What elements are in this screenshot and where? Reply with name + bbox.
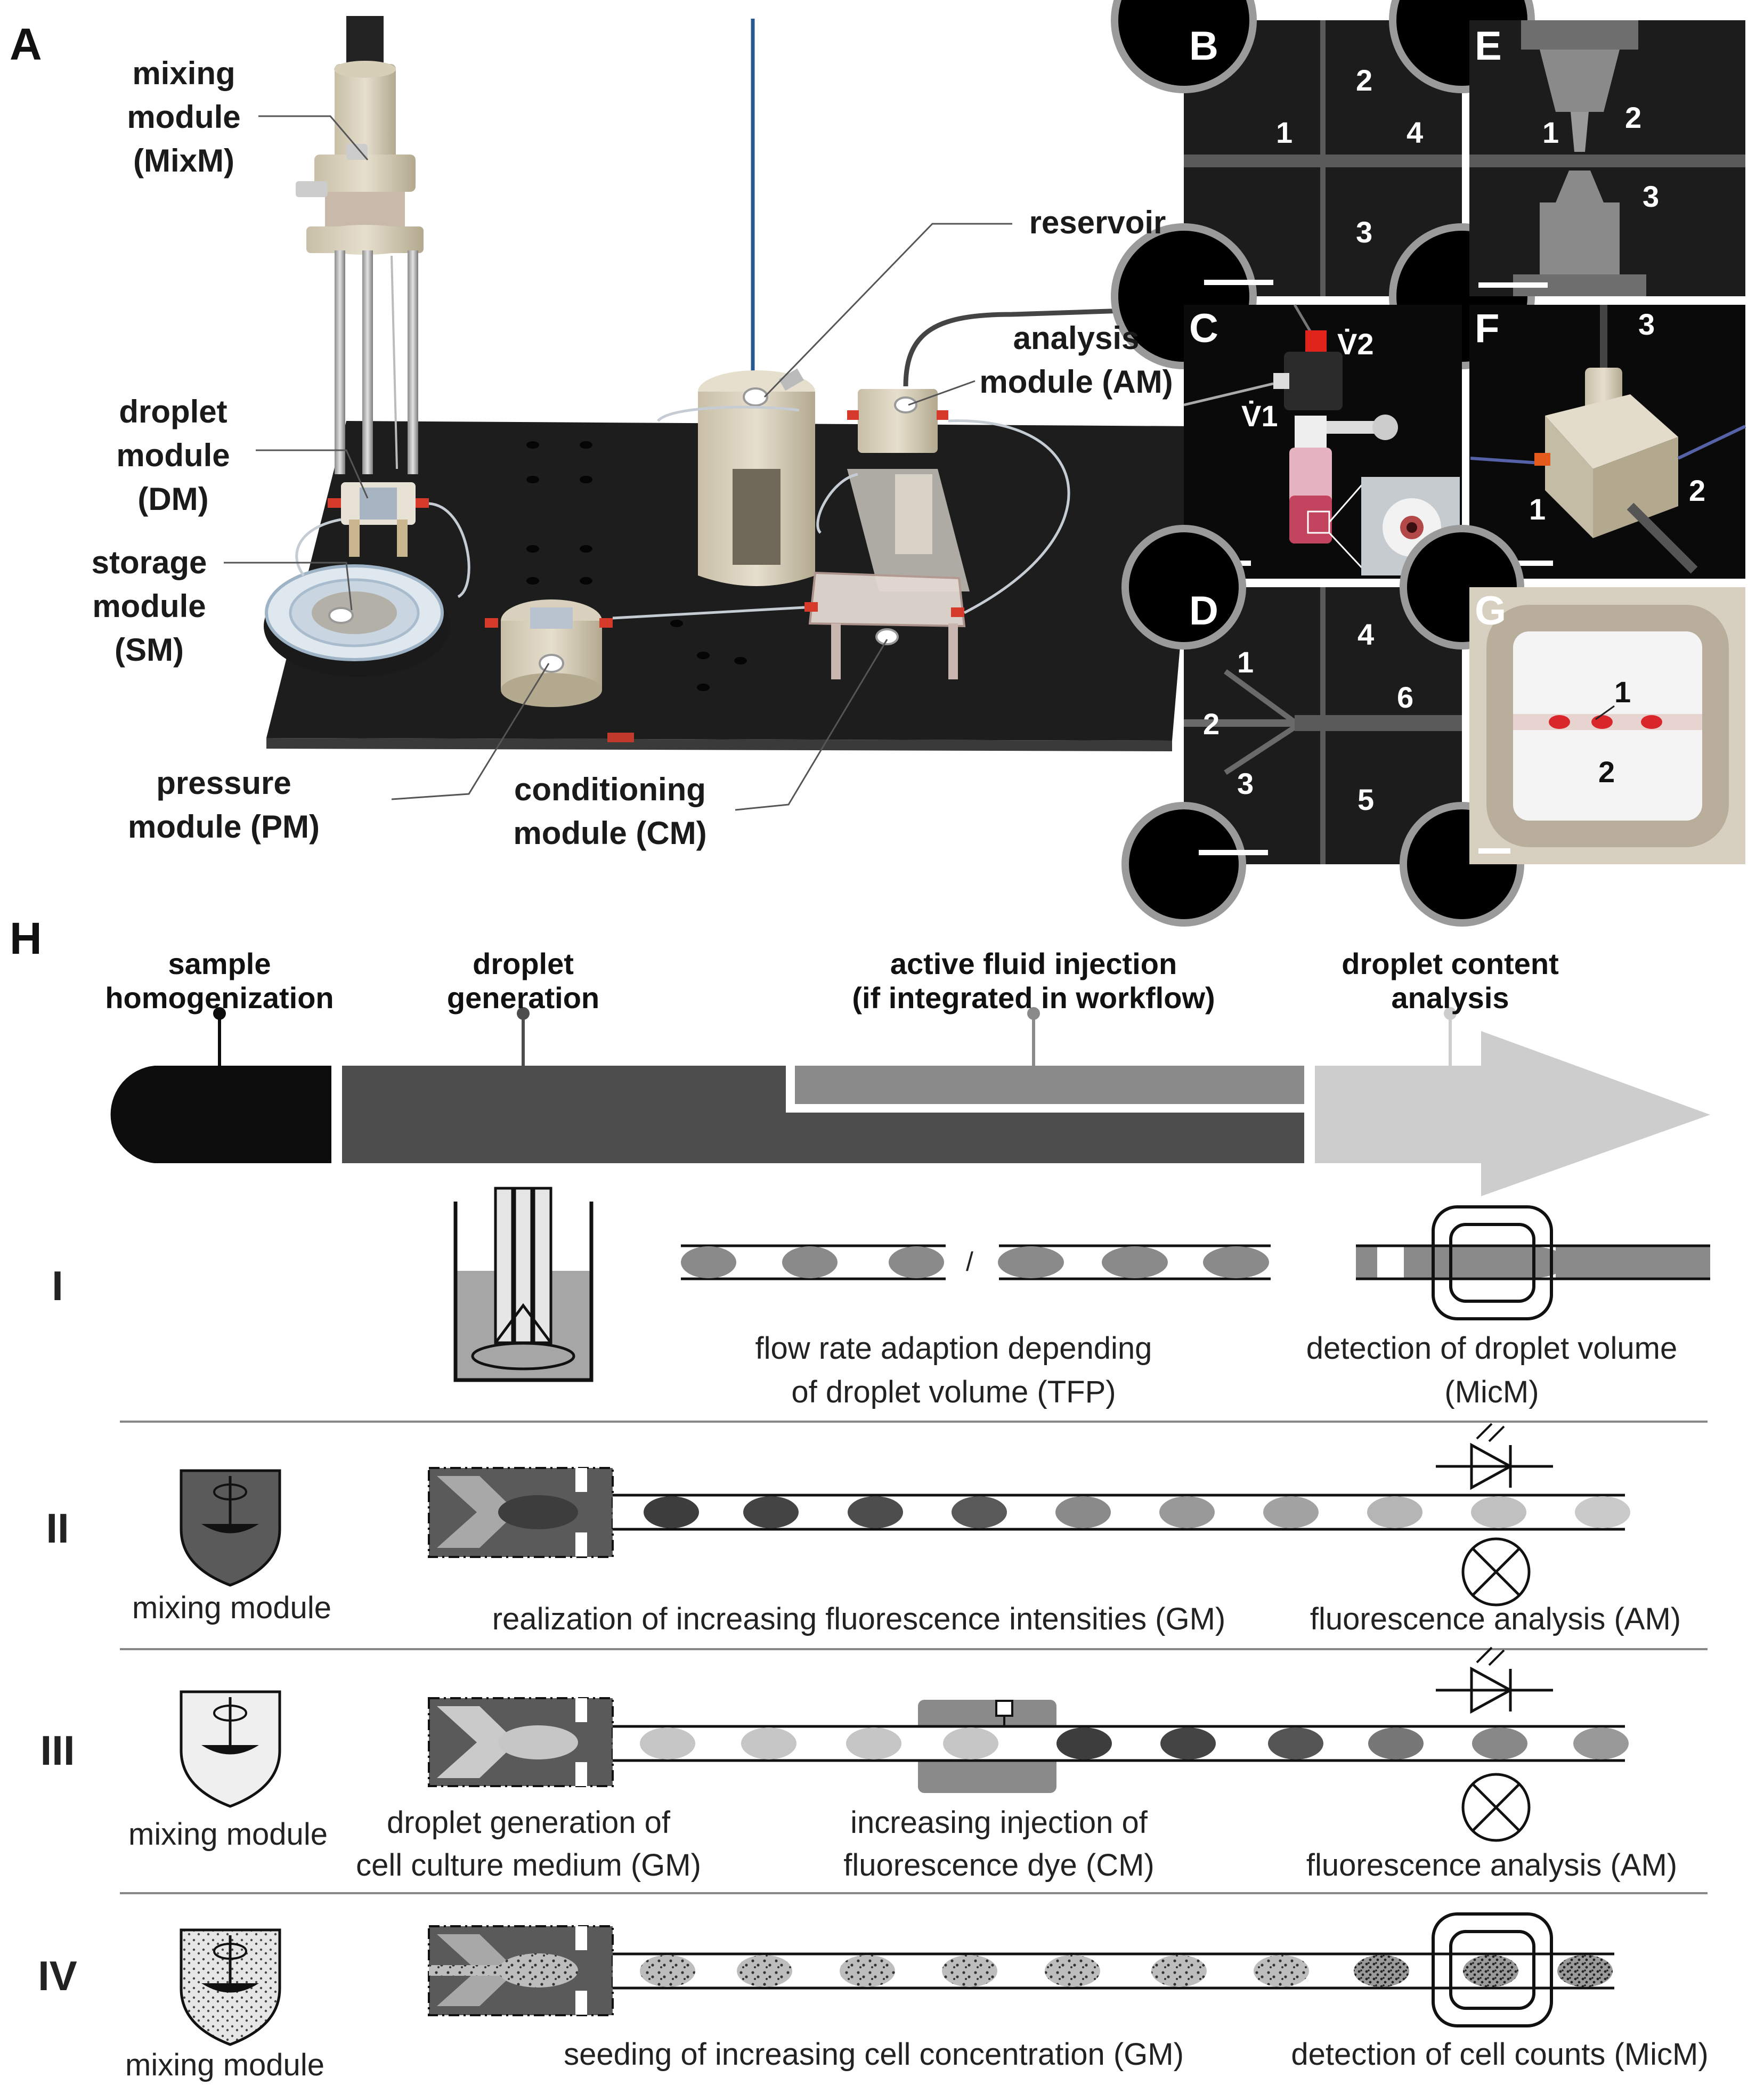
stage-4-line1: droplet content: [1342, 947, 1559, 980]
panel-g-image: [1469, 587, 1745, 864]
panel-d-image: [1121, 525, 1524, 927]
stage-3-line2: (if integrated in workflow): [852, 981, 1215, 1015]
row-i-graphics: [453, 1187, 1710, 1382]
row-ii-caption-2: realization of increasing fluorescence i…: [492, 1602, 1226, 1636]
f-label-3: 3: [1638, 307, 1655, 341]
callout-pressure-2: module (PM): [128, 809, 320, 845]
callout-storage-2: module: [92, 588, 206, 624]
callout-leaders: [224, 115, 1012, 811]
stage-bar-analysis: [1315, 1031, 1710, 1196]
stage-3-line1: active fluid injection: [890, 947, 1177, 980]
panel-letter-a: A: [10, 19, 42, 69]
row-ii-graphics: [180, 1423, 1678, 1607]
row-iv-droplets: [640, 1955, 1613, 1987]
row-numeral-ii: II: [46, 1505, 69, 1552]
stage-2-line1: droplet: [473, 947, 574, 980]
g-label-2: 2: [1598, 755, 1615, 789]
callout-pressure-1: pressure: [156, 765, 291, 801]
callout-mixing-1: mixing: [132, 55, 235, 91]
stage-4-line2: analysis: [1391, 981, 1509, 1015]
row-iv-graphics: [180, 1912, 1614, 2046]
panel-letter-h: H: [10, 913, 42, 963]
row-iii-caption-6: fluorescence analysis (AM): [1306, 1848, 1677, 1883]
callout-mixing-3: (MixM): [133, 143, 234, 179]
b-label-2: 2: [1356, 63, 1372, 97]
e-label-3: 3: [1643, 180, 1659, 213]
row-i-caption-3: detection of droplet volume: [1306, 1331, 1677, 1366]
panel-e-image: [1469, 20, 1745, 296]
stage-bar-injection: [795, 1066, 1304, 1104]
f-label-2: 2: [1689, 474, 1705, 507]
stage-1-line2: homogenization: [105, 981, 334, 1015]
callout-mixing-2: module: [127, 99, 240, 135]
d-label-6: 6: [1397, 680, 1413, 714]
row-iii-droplets: [640, 1727, 1629, 1759]
row-iii-caption-2: droplet generation of: [387, 1805, 671, 1840]
callout-droplet-2: module: [116, 437, 230, 473]
callout-droplet-1: droplet: [119, 394, 227, 429]
b-label-4: 4: [1407, 116, 1423, 149]
process-timeline: [110, 1007, 1710, 1196]
stage-bar-homogenization: [110, 1066, 331, 1163]
b-label-1: 1: [1276, 116, 1292, 149]
callout-analysis-2: module (AM): [979, 364, 1173, 400]
callout-droplet-3: (DM): [137, 481, 208, 517]
row-iii-caption-3: cell culture medium (GM): [356, 1848, 701, 1883]
e-label-1: 1: [1542, 116, 1559, 149]
row-iii-graphics: [180, 1646, 1678, 1842]
row-iv-caption-2: seeding of increasing cell concentration…: [564, 2037, 1184, 2072]
d-label-4: 4: [1357, 618, 1374, 651]
d-label-3: 3: [1237, 767, 1254, 800]
callout-analysis-1: analysis: [1013, 320, 1140, 356]
stage-2-line2: generation: [447, 981, 599, 1015]
stage-1-line1: sample: [168, 947, 271, 980]
row-iii-caption-1: mixing module: [128, 1817, 328, 1852]
d-label-2: 2: [1203, 707, 1220, 741]
row-numeral-iv: IV: [38, 1952, 77, 1999]
callout-storage-1: storage: [92, 545, 207, 580]
panel-letter-d: D: [1189, 588, 1218, 634]
b-label-3: 3: [1356, 215, 1372, 249]
row-iv-caption-3: detection of cell counts (MicM): [1291, 2037, 1708, 2072]
row-numeral-i: I: [52, 1262, 63, 1309]
panel-letter-c: C: [1189, 306, 1218, 351]
panel-a-photo: [224, 16, 1199, 811]
c-flow-1: V̇1: [1241, 399, 1278, 433]
row-ii-droplets: [644, 1496, 1630, 1528]
callout-conditioning-1: conditioning: [514, 772, 706, 807]
c-flow-2: V̇2: [1337, 327, 1374, 361]
panel-f-image: [1469, 305, 1746, 579]
row-i-caption-2: of droplet volume (TFP): [791, 1375, 1116, 1409]
row-ii-caption-1: mixing module: [132, 1591, 331, 1625]
panel-letter-f: F: [1475, 306, 1499, 351]
row-numeral-iii: III: [40, 1727, 75, 1774]
row-ii-caption-3: fluorescence analysis (AM): [1310, 1602, 1681, 1636]
panel-letter-b: B: [1189, 23, 1218, 69]
row-i-slash: /: [966, 1247, 973, 1277]
row-i-caption-1: flow rate adaption depending: [755, 1331, 1152, 1366]
callout-reservoir: reservoir: [1029, 205, 1166, 240]
row-iv-caption-1: mixing module: [125, 2048, 324, 2082]
d-label-5: 5: [1357, 783, 1374, 816]
panel-c-image: [1183, 304, 1462, 579]
panel-letter-g: G: [1475, 588, 1506, 634]
f-label-1: 1: [1529, 492, 1546, 526]
callout-conditioning-2: module (CM): [513, 815, 706, 851]
callout-storage-3: (SM): [115, 632, 184, 668]
plate-holes: [526, 441, 747, 691]
row-iii-caption-4: increasing injection of: [850, 1805, 1148, 1840]
panel-letter-e: E: [1475, 23, 1502, 69]
row-i-caption-4: (MicM): [1444, 1375, 1539, 1409]
row-iii-caption-5: fluorescence dye (CM): [843, 1848, 1154, 1883]
e-label-2: 2: [1625, 101, 1641, 134]
d-label-1: 1: [1237, 645, 1254, 679]
stage-bar-generation: [342, 1066, 1304, 1163]
g-label-1: 1: [1614, 675, 1631, 709]
